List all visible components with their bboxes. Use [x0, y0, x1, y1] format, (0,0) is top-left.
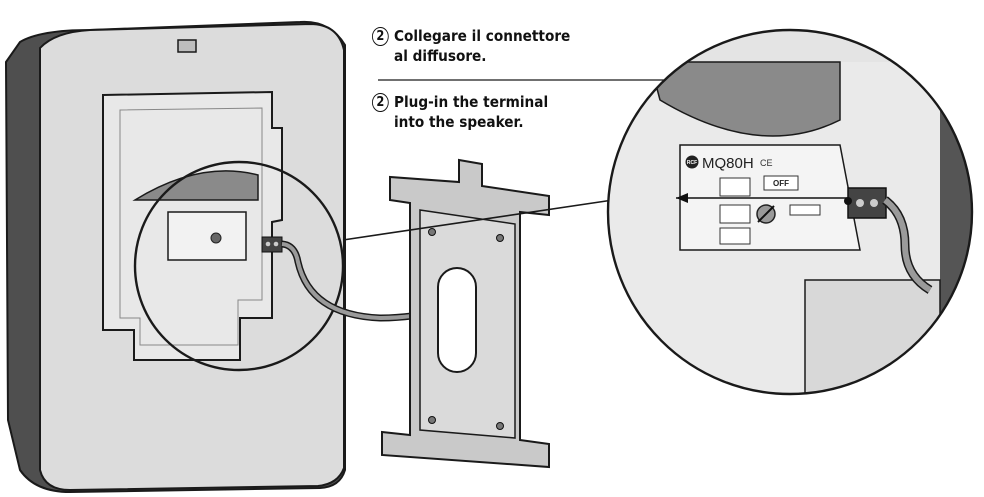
instruction-italian-line2: al diffusore.	[394, 47, 487, 65]
instruction-italian-line1: Collegare il connettore	[394, 27, 571, 45]
detail-circle	[133, 160, 345, 372]
step-number: 2	[372, 27, 389, 46]
wall-bracket	[381, 158, 550, 469]
speaker-cabinet	[4, 20, 346, 494]
connector-large	[847, 187, 887, 219]
zoom-detail	[608, 30, 972, 394]
ce-mark: CE	[760, 158, 773, 168]
connector-small	[261, 236, 283, 253]
instruction-english: 2 Plug-in the terminal into the speaker.	[372, 92, 548, 132]
step-number: 2	[372, 93, 389, 112]
brand-mark: RCF	[687, 160, 697, 166]
model-label: MQ80H	[702, 155, 754, 172]
off-label: OFF	[773, 179, 789, 188]
brand-badge	[685, 155, 699, 169]
instruction-english-line2: into the speaker.	[394, 113, 524, 131]
instruction-italian: 2 Collegare il connettore al diffusore.	[372, 26, 570, 66]
zoom-leader-line	[342, 199, 614, 241]
instruction-english-line1: Plug-in the terminal	[394, 93, 549, 111]
